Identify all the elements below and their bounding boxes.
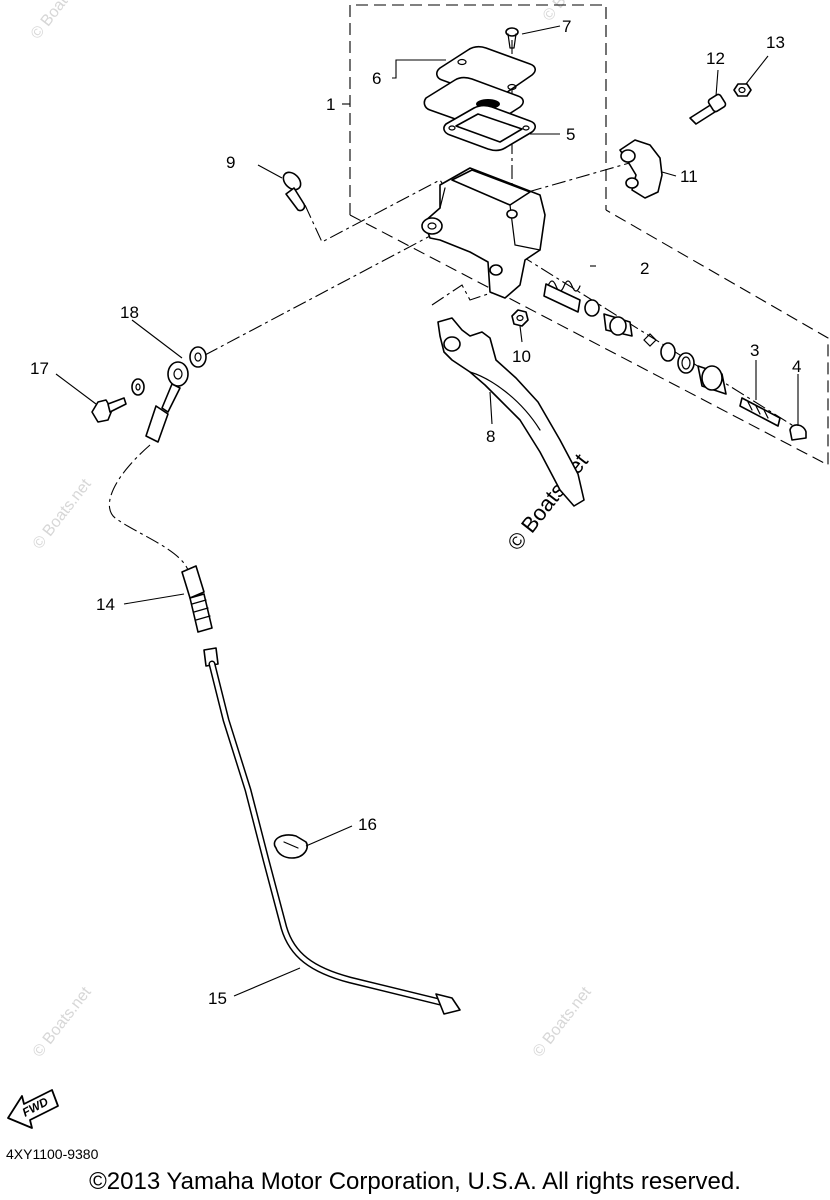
callout-9: 9 — [226, 153, 235, 172]
callout-1: 1 — [326, 95, 335, 114]
callout-12: 12 — [706, 49, 725, 68]
watermark-group: © Boats.net © Boats.net © Boats.net © Bo… — [28, 0, 605, 1060]
callout-numbers: 1 2 3 4 5 6 7 8 9 10 11 12 13 14 15 16 1… — [30, 17, 801, 1008]
callout-4: 4 — [792, 357, 801, 376]
callout-13: 13 — [766, 33, 785, 52]
watermark-top-left: © Boats.net — [28, 0, 93, 42]
holder-11 — [619, 139, 663, 199]
hose-banjo-fitting — [145, 361, 189, 443]
master-cylinder-body-1 — [421, 167, 546, 299]
callout-16: 16 — [358, 815, 377, 834]
hydraulic-pipe-15 — [203, 647, 461, 1015]
leader-lines — [55, 25, 799, 997]
assembly-line-kit — [519, 254, 801, 431]
assembly-line-hose — [204, 234, 433, 356]
assembly-line-hose-route — [109, 444, 189, 571]
kit-2-boundary — [349, 209, 829, 466]
callout-2: 2 — [640, 259, 649, 278]
lever-pivot-bolt-9 — [282, 171, 306, 212]
pivot-nut-10 — [511, 309, 529, 327]
holder-nut-13 — [733, 83, 752, 97]
copyright-notice: ©2013 Yamaha Motor Corporation, U.S.A. A… — [89, 1168, 741, 1195]
copper-washer-18 — [131, 346, 207, 396]
watermark-mid-left: © Boats.net — [30, 475, 95, 552]
lever-8 — [437, 317, 585, 507]
diagram-code: 4XY1100-9380 — [6, 1146, 99, 1162]
callout-8: 8 — [486, 427, 495, 446]
holder-bolt-12 — [689, 93, 727, 125]
callout-10: 10 — [512, 347, 531, 366]
callout-17: 17 — [30, 359, 49, 378]
callout-18: 18 — [120, 303, 139, 322]
watermark-bottom-right: © Boats.net — [530, 983, 595, 1060]
boot-4 — [789, 424, 807, 441]
diaphragm-5 — [443, 104, 536, 152]
master-cylinder-kit-2 — [543, 280, 727, 395]
cap-screw-7 — [505, 27, 519, 49]
assembly-line-holder — [527, 159, 641, 193]
pin-3 — [739, 397, 781, 427]
callout-7: 7 — [562, 17, 571, 36]
watermark-bottom-left: © Boats.net — [30, 983, 95, 1060]
union-bolt-17 — [91, 397, 127, 423]
callout-6: 6 — [372, 69, 381, 88]
hose-joint-14 — [181, 565, 213, 633]
callout-11: 11 — [680, 167, 698, 186]
watermark-top-center: © Boats.net — [540, 0, 605, 24]
callout-14: 14 — [96, 595, 115, 614]
hose-clamp-16 — [273, 834, 308, 859]
assembly-1-boundary — [349, 4, 607, 215]
fwd-arrow-icon: FWD — [7, 1089, 59, 1129]
callout-3: 3 — [750, 341, 759, 360]
callout-15: 15 — [208, 989, 227, 1008]
callout-5: 5 — [566, 125, 575, 144]
